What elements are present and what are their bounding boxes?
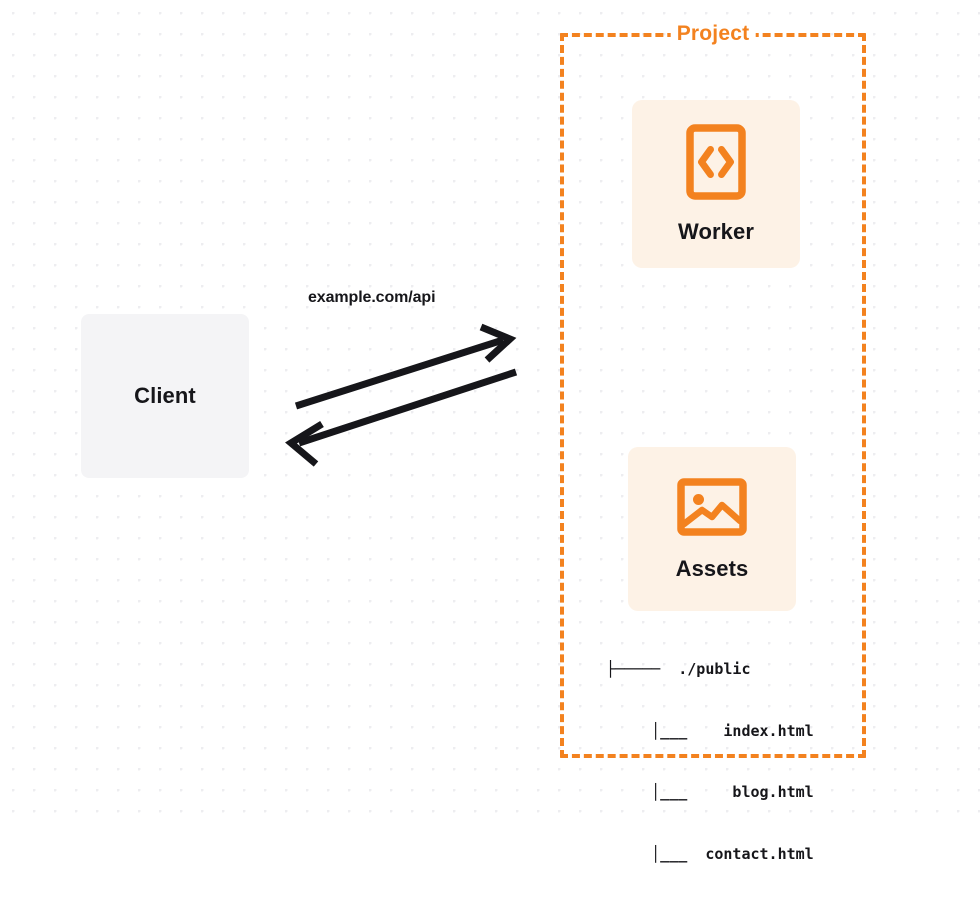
assets-file-tree: ├───── ./public │___ index.html │___ blo… bbox=[606, 618, 814, 905]
client-node: Client bbox=[81, 314, 249, 478]
assets-node: Assets bbox=[628, 447, 796, 611]
image-icon bbox=[677, 477, 747, 542]
file-tree-row: │___ index.html bbox=[606, 721, 814, 740]
file-tree-row: │___ blog.html bbox=[606, 783, 814, 801]
connection-label: example.com/api bbox=[308, 289, 436, 306]
response-arrow bbox=[285, 368, 518, 467]
code-brackets-icon bbox=[686, 123, 746, 205]
architecture-diagram: Client example.com/api Project Worker bbox=[0, 0, 980, 863]
request-arrow bbox=[294, 323, 517, 410]
client-label: Client bbox=[134, 383, 196, 408]
file-tree-row: │___ contact.html bbox=[606, 844, 814, 863]
worker-label: Worker bbox=[678, 218, 754, 244]
project-title-label: Project bbox=[670, 22, 756, 46]
worker-node: Worker bbox=[632, 100, 800, 268]
project-boundary: Project bbox=[560, 22, 866, 758]
file-tree-row: ├───── ./public bbox=[606, 660, 751, 678]
assets-label: Assets bbox=[675, 555, 749, 581]
